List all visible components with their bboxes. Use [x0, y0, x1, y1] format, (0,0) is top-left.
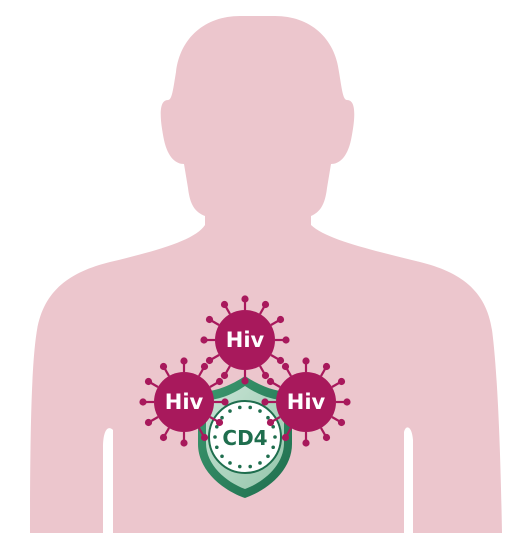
virus-spike-knob [282, 363, 289, 370]
cd4-cell: CD4 [209, 401, 281, 473]
virus-spike-knob [221, 372, 228, 379]
virus-spike-knob [267, 378, 274, 385]
cd4-label: CD4 [222, 426, 267, 450]
cd4-receptor [220, 454, 224, 458]
virus-spike-knob [241, 377, 248, 384]
cd4-receptor [220, 416, 224, 420]
virus-spike-knob [338, 378, 345, 385]
virus-spike-knob [180, 439, 187, 446]
cd4-receptor [215, 445, 219, 449]
virus-spike-knob [145, 419, 152, 426]
virus-spike-knob [302, 357, 309, 364]
virus-spike-knob [302, 439, 309, 446]
virus-spike-knob [221, 301, 228, 308]
virus-spike-knob [262, 301, 269, 308]
virus-spike-knob [206, 316, 213, 323]
virus-spike-knob [160, 363, 167, 370]
virus-spike-knob [216, 419, 223, 426]
virus-spike-knob [216, 378, 223, 385]
virus-spike-knob [241, 295, 248, 302]
virus-spike-knob [201, 434, 208, 441]
virus-spike-knob [277, 357, 284, 364]
virus-top-label: Hiv [226, 328, 265, 352]
cd4-receptor [228, 461, 232, 465]
cd4-receptor [213, 435, 217, 439]
cd4-receptor [266, 454, 270, 458]
cd4-receptor [258, 461, 262, 465]
cd4-receptor [248, 406, 252, 410]
cd4-receptor [248, 465, 252, 469]
cd4-receptor [266, 416, 270, 420]
virus-spike-knob [206, 357, 213, 364]
virus-spike-knob [282, 434, 289, 441]
virus-spike-knob [277, 316, 284, 323]
virus-spike-knob [221, 398, 228, 405]
cd4-receptor [258, 409, 262, 413]
virus-spike-knob [261, 398, 268, 405]
virus-spike-knob [160, 434, 167, 441]
virus-spike-knob [200, 336, 207, 343]
virus-left-label: Hiv [165, 390, 204, 414]
virus-spike-knob [139, 398, 146, 405]
virus-spike-knob [282, 336, 289, 343]
cd4-receptor [238, 406, 242, 410]
virus-spike-knob [262, 372, 269, 379]
virus-spike-knob [267, 419, 274, 426]
virus-spike-knob [338, 419, 345, 426]
virus-spike-knob [201, 363, 208, 370]
virus-spike-knob [323, 363, 330, 370]
cd4-receptor [271, 445, 275, 449]
virus-spike-knob [343, 398, 350, 405]
cd4-receptor [273, 435, 277, 439]
virus-spike-knob [180, 357, 187, 364]
virus-right-label: Hiv [287, 390, 326, 414]
virus-spike-knob [323, 434, 330, 441]
virus-spike-knob [145, 378, 152, 385]
cd4-receptor [228, 409, 232, 413]
cd4-receptor [238, 465, 242, 469]
